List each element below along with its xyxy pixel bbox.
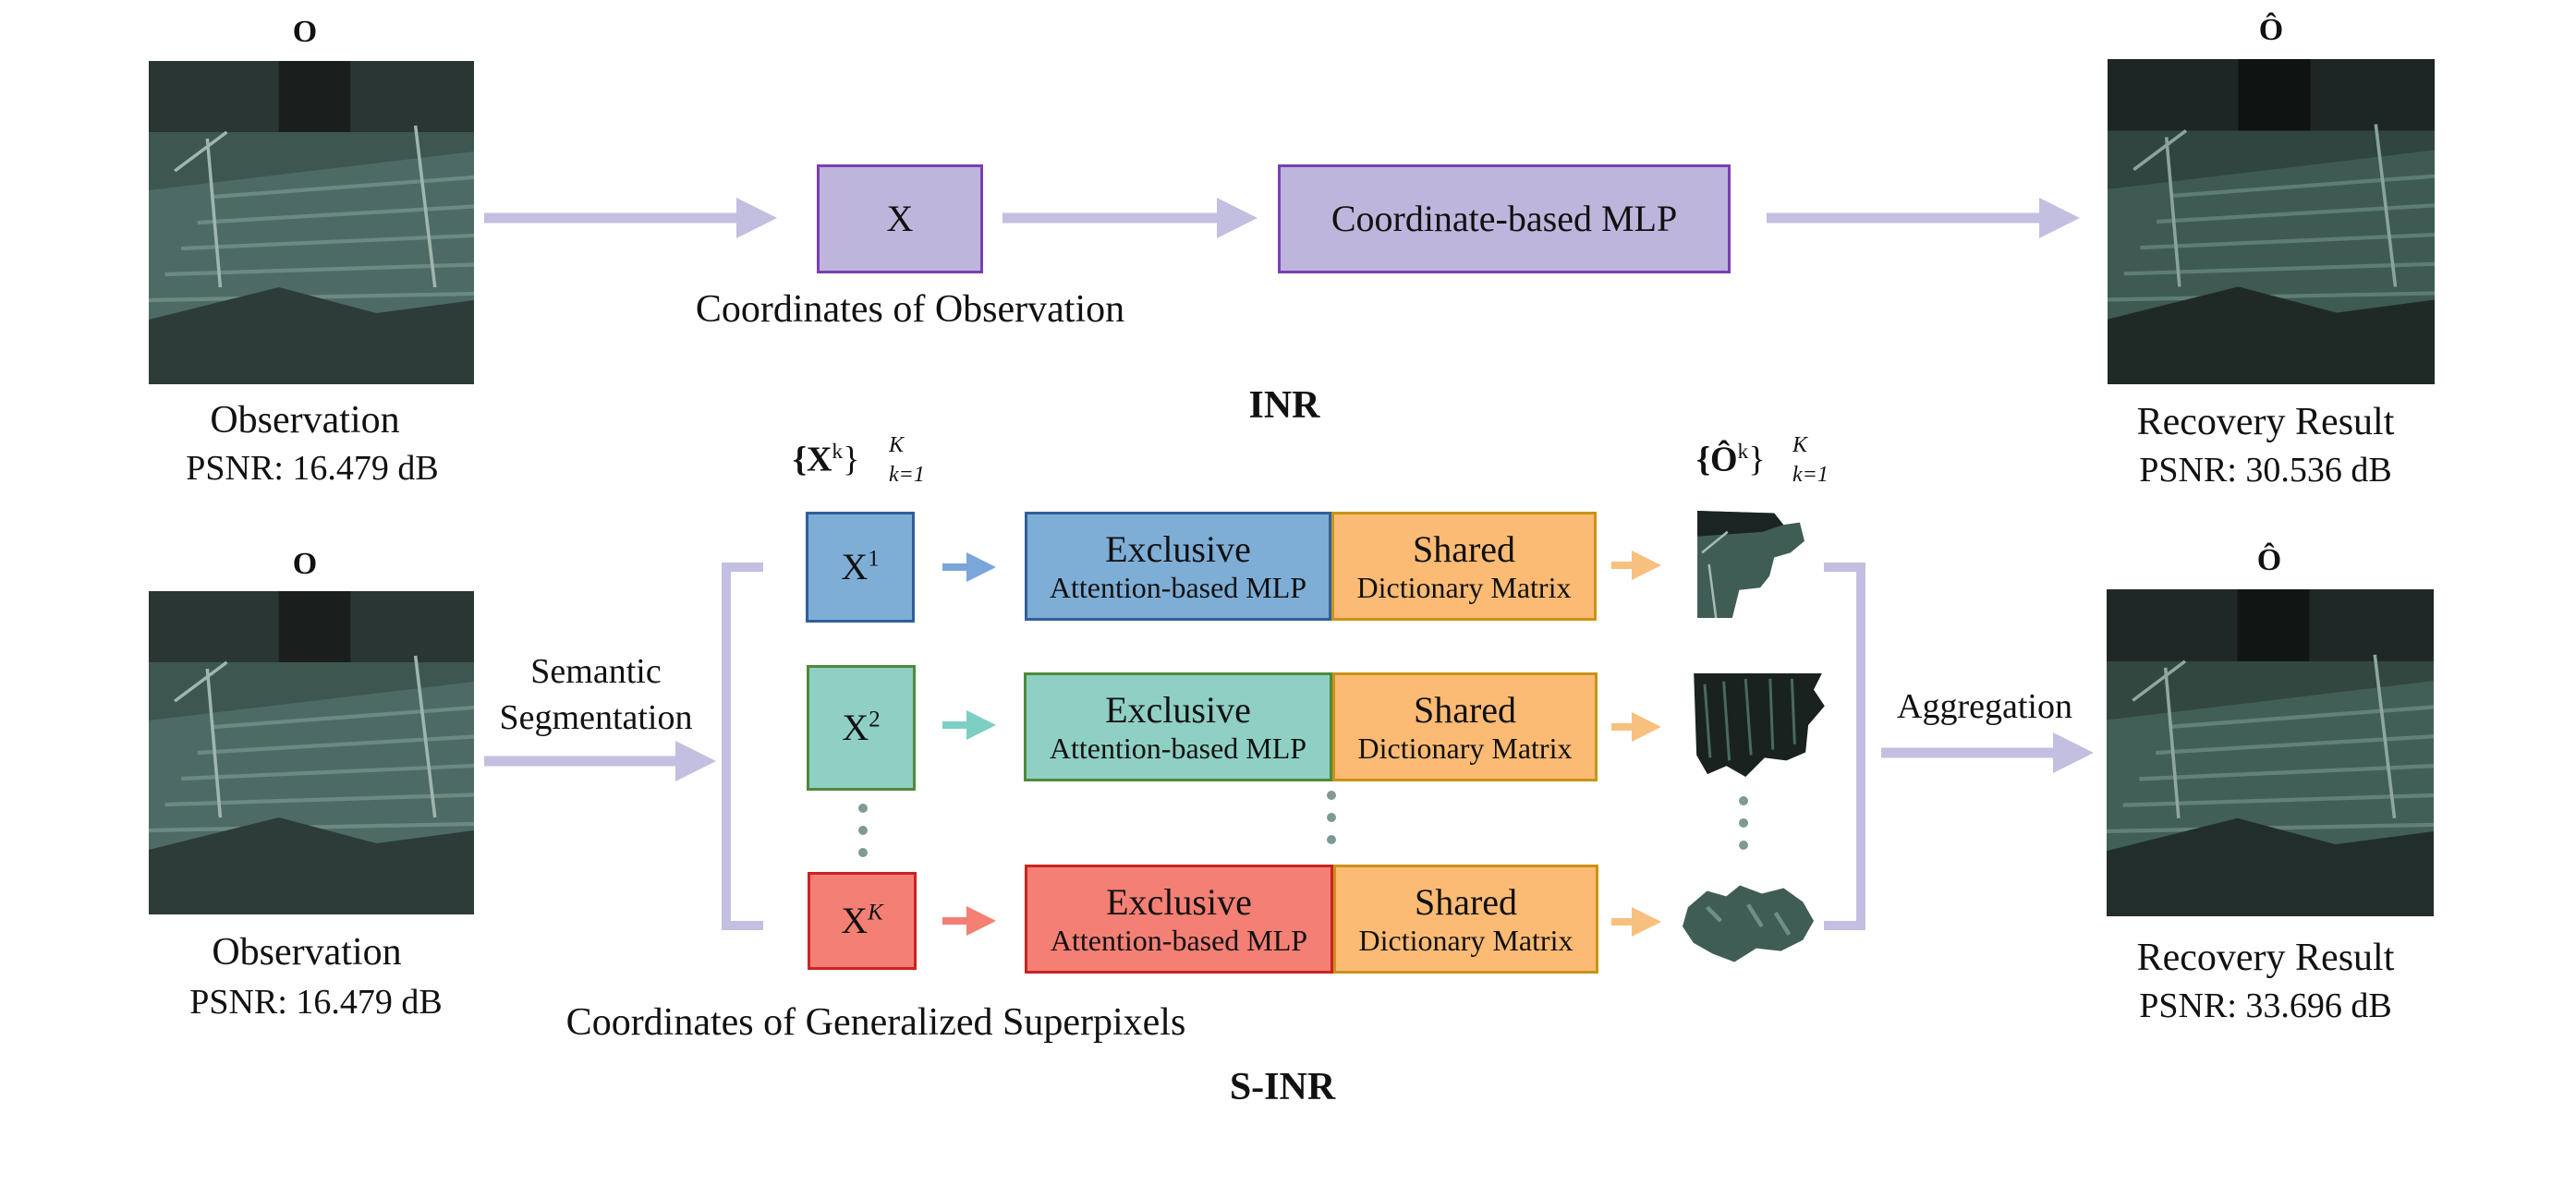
branch1-exclusive-mlp: Exclusive Attention-based MLP bbox=[1025, 512, 1331, 621]
branch2-coordinate-label: X2 bbox=[842, 707, 880, 749]
branch2-shared-line1: Shared bbox=[1413, 688, 1517, 731]
branch2-exclusive-line2: Attention-based MLP bbox=[1049, 731, 1307, 765]
superpixel-caption: Coordinates of Generalized Superpixels bbox=[565, 1001, 1186, 1044]
sinr-obs-label: Observation bbox=[212, 931, 402, 974]
branch1-shared-line1: Shared bbox=[1412, 527, 1516, 570]
set-o-sup: k bbox=[1737, 440, 1749, 464]
set-o-limit-bottom: k=1 bbox=[1792, 463, 1829, 487]
inr-obs-psnr: PSNR: 16.479 dB bbox=[186, 449, 439, 488]
segment-ellipsis bbox=[1739, 796, 1748, 863]
branch1-coordinate-box: X1 bbox=[806, 512, 915, 623]
branch1-shared-line2: Dictionary Matrix bbox=[1356, 570, 1572, 604]
set-x-close: } bbox=[843, 440, 860, 479]
sinr-obs-symbol: O bbox=[292, 547, 318, 581]
mlp-ellipsis bbox=[1327, 791, 1336, 857]
sinr-out-symbol: Ô bbox=[2256, 543, 2282, 577]
branch1-output-segment bbox=[1697, 511, 1804, 619]
inr-observation-image bbox=[149, 61, 474, 384]
inr-title: INR bbox=[1248, 384, 1320, 427]
branch1-x-sup: 1 bbox=[868, 546, 880, 572]
sinr-observation-image bbox=[149, 591, 474, 914]
sinr-title: S-INR bbox=[1229, 1066, 1336, 1108]
inr-out-psnr: PSNR: 30.536 dB bbox=[2139, 451, 2392, 490]
aggregation-label: Aggregation bbox=[1897, 687, 2072, 726]
branch2-shared-dictionary: Shared Dictionary Matrix bbox=[1332, 672, 1598, 781]
sinr-out-label: Recovery Result bbox=[2136, 937, 2395, 979]
output-segment-set: {Ôk} K k=1 bbox=[1696, 434, 1829, 486]
set-x-limit-bottom: k=1 bbox=[889, 463, 925, 487]
inr-mlp-box-label: Coordinate-based MLP bbox=[1331, 198, 1678, 239]
inr-obs-symbol: O bbox=[292, 15, 318, 49]
inr-coordinates-box: X bbox=[817, 164, 983, 273]
sinr-out-psnr: PSNR: 33.696 dB bbox=[2139, 986, 2392, 1025]
branch2-x-sup: 2 bbox=[869, 707, 881, 732]
branch1-exclusive-line2: Attention-based MLP bbox=[1049, 570, 1307, 604]
set-o-limit-top: K bbox=[1792, 433, 1808, 457]
set-x-limit-top: K bbox=[889, 433, 905, 457]
segmentation-label-line2: Segmentation bbox=[499, 698, 693, 737]
branchk-exclusive-mlp: Exclusive Attention-based MLP bbox=[1025, 865, 1333, 974]
branch2-coordinate-box: X2 bbox=[807, 665, 916, 791]
segmentation-label-line1: Semantic bbox=[530, 652, 662, 691]
branch2-exclusive-line1: Exclusive bbox=[1105, 688, 1251, 731]
branch2-exclusive-mlp: Exclusive Attention-based MLP bbox=[1024, 672, 1332, 781]
inr-mlp-box: Coordinate-based MLP bbox=[1278, 164, 1731, 273]
branchk-shared-dictionary: Shared Dictionary Matrix bbox=[1333, 865, 1598, 974]
merge-bracket bbox=[1824, 563, 1865, 930]
set-o-base: {Ô bbox=[1696, 440, 1738, 479]
inr-coordinates-box-label: X bbox=[886, 198, 914, 239]
split-bracket bbox=[722, 563, 763, 930]
set-x-base: {X bbox=[793, 440, 832, 479]
set-o-close: } bbox=[1748, 440, 1766, 479]
inr-obs-label: Observation bbox=[210, 399, 400, 442]
branch2-x-base: X bbox=[842, 707, 869, 748]
branchk-shared-line2: Dictionary Matrix bbox=[1358, 923, 1574, 957]
superpixel-coordinate-set: {Xk} K k=1 bbox=[793, 434, 925, 486]
inr-out-label: Recovery Result bbox=[2136, 401, 2395, 443]
branch2-shared-line2: Dictionary Matrix bbox=[1357, 731, 1573, 765]
sinr-obs-psnr: PSNR: 16.479 dB bbox=[189, 983, 443, 1022]
set-x-sup: k bbox=[832, 440, 844, 464]
inr-recovery-image bbox=[2108, 59, 2435, 384]
branch1-coordinate-label: X1 bbox=[841, 546, 879, 588]
branchk-x-base: X bbox=[841, 900, 869, 941]
branchk-exclusive-line1: Exclusive bbox=[1106, 880, 1252, 923]
branchk-coordinate-label: XK bbox=[841, 900, 882, 942]
branchk-shared-line1: Shared bbox=[1414, 880, 1518, 923]
branchk-exclusive-line2: Attention-based MLP bbox=[1050, 923, 1308, 957]
branch2-output-segment bbox=[1694, 672, 1825, 778]
branchk-output-segment bbox=[1682, 885, 1815, 962]
sinr-recovery-image bbox=[2107, 589, 2434, 916]
branch1-exclusive-line1: Exclusive bbox=[1105, 527, 1251, 570]
branch1-x-base: X bbox=[841, 546, 869, 587]
coordinate-ellipsis bbox=[858, 804, 868, 870]
branch1-shared-dictionary: Shared Dictionary Matrix bbox=[1331, 512, 1597, 621]
branchk-coordinate-box: XK bbox=[808, 872, 917, 970]
branchk-x-sup: K bbox=[868, 900, 883, 926]
inr-coordinates-caption: Coordinates of Observation bbox=[695, 288, 1125, 331]
inr-out-symbol: Ô bbox=[2258, 13, 2284, 47]
